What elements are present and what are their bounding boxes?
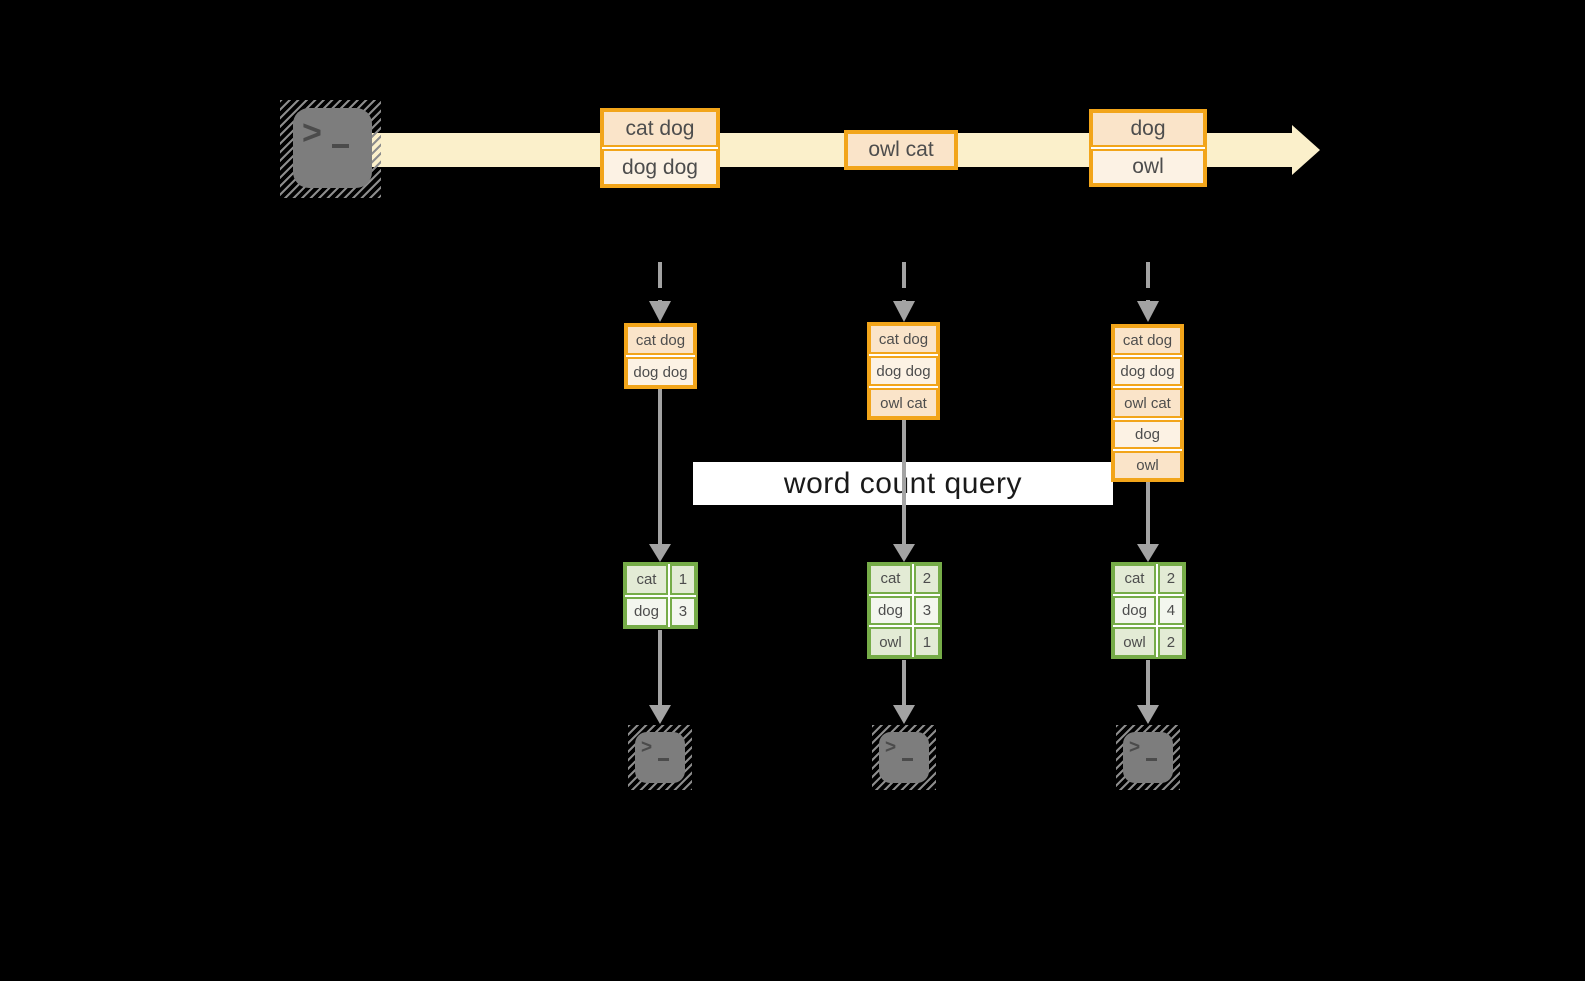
count-word: owl xyxy=(1113,627,1156,657)
event-box-2: owl cat xyxy=(844,130,958,170)
event-record: dog dog xyxy=(602,149,718,186)
prompt-chevron-icon: > xyxy=(885,737,897,758)
state-record: owl cat xyxy=(1113,388,1182,418)
terminal-screen: > xyxy=(879,732,929,783)
dashed-arrowhead-2 xyxy=(893,301,915,322)
count-value: 1 xyxy=(669,564,696,595)
arrowhead-sink-3 xyxy=(1137,705,1159,724)
dashed-arrowhead-1 xyxy=(649,301,671,322)
terminal-screen: > xyxy=(293,108,372,188)
count-value: 1 xyxy=(913,627,940,657)
count-word: owl xyxy=(869,627,912,657)
event-record: owl xyxy=(1091,149,1205,185)
count-value: 3 xyxy=(913,595,940,626)
state-record: dog dog xyxy=(1113,357,1182,387)
state-record: cat dog xyxy=(626,325,695,355)
event-record: dog xyxy=(1091,111,1205,147)
query-label: word count query xyxy=(783,466,1023,500)
prompt-cursor-icon xyxy=(902,758,913,761)
prompt-cursor-icon xyxy=(658,758,669,761)
event-record: cat dog xyxy=(602,110,718,147)
terminal-icon: > xyxy=(1116,725,1180,790)
state-box-3: cat dog dog dog owl cat dog owl xyxy=(1111,324,1184,482)
state-record: dog xyxy=(1113,419,1182,449)
event-box-1: cat dog dog dog xyxy=(600,108,720,188)
count-table-3: cat 2 dog 4 owl 2 xyxy=(1111,562,1186,659)
count-value: 2 xyxy=(1157,627,1184,657)
terminal-icon: > xyxy=(280,100,381,198)
arrowhead-sink-1 xyxy=(649,705,671,724)
prompt-cursor-icon xyxy=(332,144,349,148)
count-word: cat xyxy=(625,564,668,595)
arrowhead-sink-2 xyxy=(893,705,915,724)
count-word: dog xyxy=(869,595,912,626)
count-word: dog xyxy=(1113,595,1156,626)
prompt-cursor-icon xyxy=(1146,758,1157,761)
query-label-box: word count query xyxy=(693,462,1113,505)
prompt-chevron-icon: > xyxy=(1129,737,1141,758)
state-record: dog dog xyxy=(869,356,938,386)
state-record: owl xyxy=(1113,450,1182,481)
terminal-screen: > xyxy=(635,732,685,783)
state-record: cat dog xyxy=(1113,326,1182,356)
count-word: dog xyxy=(625,596,668,627)
terminal-icon: > xyxy=(628,725,692,790)
state-record: cat dog xyxy=(869,324,938,354)
state-box-1: cat dog dog dog xyxy=(624,323,697,389)
state-record: dog dog xyxy=(626,357,695,387)
count-value: 2 xyxy=(913,564,940,594)
state-record: owl cat xyxy=(869,388,938,418)
prompt-chevron-icon: > xyxy=(641,737,653,758)
arrowhead-table-3 xyxy=(1137,544,1159,562)
prompt-chevron-icon: > xyxy=(302,114,322,152)
count-value: 3 xyxy=(669,596,696,627)
stream-timeline-arrowhead-icon xyxy=(1292,125,1320,175)
event-box-3: dog owl xyxy=(1089,109,1207,187)
arrowhead-table-2 xyxy=(893,544,915,562)
event-record: owl cat xyxy=(846,132,956,168)
count-word: cat xyxy=(1113,564,1156,594)
count-table-1: cat 1 dog 3 xyxy=(623,562,698,629)
count-word: cat xyxy=(869,564,912,594)
count-value: 2 xyxy=(1157,564,1184,594)
terminal-icon: > xyxy=(872,725,936,790)
state-box-2: cat dog dog dog owl cat xyxy=(867,322,940,420)
terminal-screen: > xyxy=(1123,732,1173,783)
dashed-arrowhead-3 xyxy=(1137,301,1159,322)
count-table-2: cat 2 dog 3 owl 1 xyxy=(867,562,942,659)
count-value: 4 xyxy=(1157,595,1184,626)
arrowhead-table-1 xyxy=(649,544,671,562)
